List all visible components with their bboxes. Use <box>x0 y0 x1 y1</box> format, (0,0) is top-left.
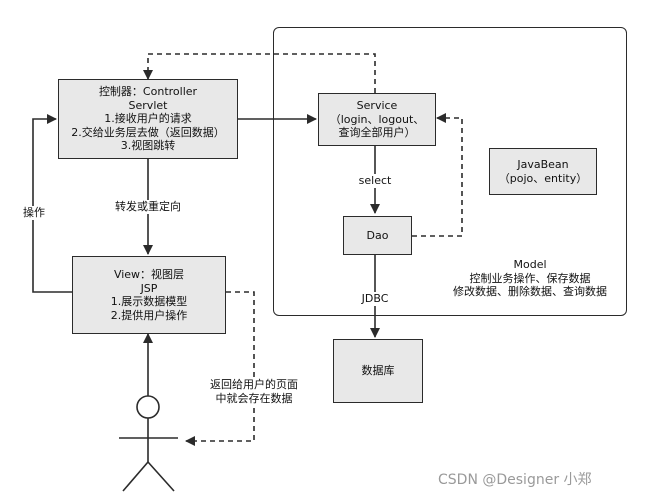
model-title: Model <box>513 258 547 271</box>
dao-label: Dao <box>366 228 389 242</box>
service-title: Service <box>356 99 398 113</box>
model-caption: Model 控制业务操作、保存数据 修改数据、删除数据、查询数据 <box>440 258 620 299</box>
javabean-detail: （pojo、entity） <box>498 171 588 185</box>
dao-box: Dao <box>343 216 412 255</box>
view-to-user-dashed-arrow <box>185 291 255 446</box>
return-label-line-1: 返回给用户的页面 <box>210 378 298 391</box>
controller-duty-1: 1.接收用户的请求 <box>104 112 192 126</box>
view-duty-1: 1.展示数据模型 <box>110 295 188 308</box>
operate-edge-label: 操作 <box>21 206 47 220</box>
service-box: Service （login、logout、 查询全部用户） <box>318 93 436 146</box>
controller-subtitle: Servlet <box>128 98 168 112</box>
return-edge-label: 返回给用户的页面 中就会存在数据 <box>198 378 310 405</box>
service-detail-2: 查询全部用户） <box>338 126 416 140</box>
view-duty-2: 2.提供用户操作 <box>110 308 188 322</box>
user-stick-figure-icon <box>119 395 178 492</box>
javabean-title: JavaBean <box>517 158 569 171</box>
controller-duty-2: 2.交给业务层去做（返回数据） <box>71 125 225 139</box>
watermark-text: CSDN @Designer 小郑 <box>438 472 592 488</box>
view-to-controller-arrow <box>32 114 72 293</box>
view-title: View：视图层 <box>113 268 185 281</box>
service-detail-1: （login、logout、 <box>329 112 425 126</box>
model-detail-2: 修改数据、删除数据、查询数据 <box>453 285 607 298</box>
controller-title: 控制器：Controller <box>98 85 198 99</box>
return-label-line-2: 中就会存在数据 <box>215 391 293 405</box>
view-subtitle: JSP <box>140 281 158 295</box>
dao-to-service-dashed-arrow <box>412 113 463 237</box>
controller-duty-3: 3.视图跳转 <box>120 139 176 153</box>
jdbc-edge-label: JDBC <box>356 292 394 306</box>
service-to-controller-dashed-arrow <box>143 53 376 93</box>
view-box: View：视图层 JSP 1.展示数据模型 2.提供用户操作 <box>72 256 226 334</box>
forward-edge-label: 转发或重定向 <box>104 200 192 214</box>
model-container <box>273 27 627 316</box>
controller-box: 控制器：Controller Servlet 1.接收用户的请求 2.交给业务层… <box>58 79 238 159</box>
select-edge-label: select <box>352 174 398 188</box>
javabean-box: JavaBean （pojo、entity） <box>489 148 597 195</box>
model-detail-1: 控制业务操作、保存数据 <box>469 271 591 285</box>
database-label: 数据库 <box>361 364 395 378</box>
database-box: 数据库 <box>333 339 423 403</box>
